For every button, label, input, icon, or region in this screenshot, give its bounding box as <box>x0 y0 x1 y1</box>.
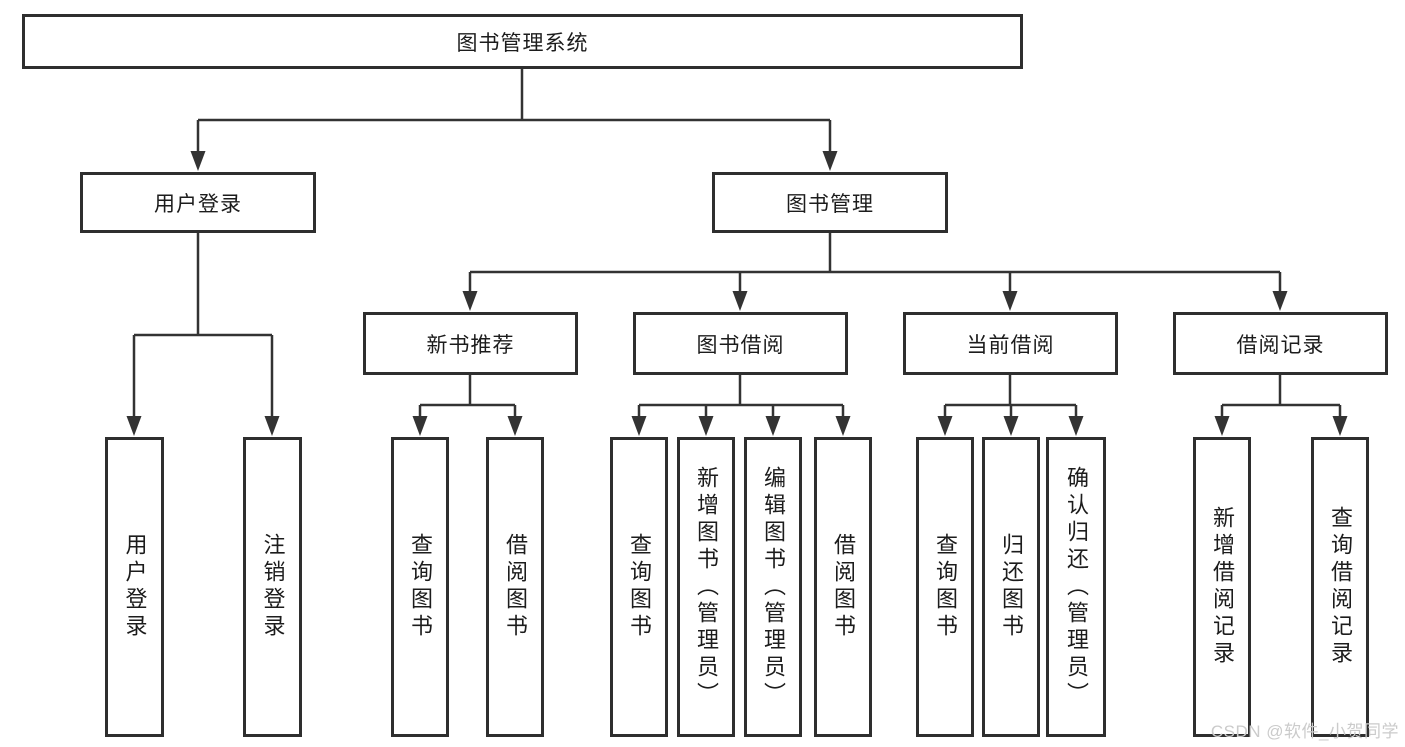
node-query-books-borrow: 查询图书 <box>610 437 668 737</box>
leaf-label: 查询图书 <box>933 533 958 641</box>
node-confirm-return-admin: 确认归还（管理员） <box>1046 437 1106 737</box>
connector-root-to-level2 <box>196 68 832 153</box>
node-add-borrow-record: 新增借阅记录 <box>1193 437 1251 737</box>
leaf-label: 注销登录 <box>260 533 286 641</box>
leaf-label: 查询借阅记录 <box>1328 506 1353 668</box>
node-new-book-recommendation: 新书推荐 <box>363 312 578 375</box>
leaf-label: 借阅图书 <box>831 533 856 641</box>
node-user-login: 用户登录 <box>80 172 316 233</box>
node-query-books-recommend: 查询图书 <box>391 437 449 737</box>
node-borrow-books-borrow: 借阅图书 <box>814 437 872 737</box>
leaf-label: 借阅图书 <box>503 533 528 641</box>
node-user-login-leaf: 用户登录 <box>105 437 164 737</box>
connector-userlogin-to-leaves <box>132 233 274 418</box>
connector-bookmgmt-to-level3 <box>468 233 1282 293</box>
leaf-label: 归还图书 <box>999 533 1024 641</box>
connector-records-to-leaves <box>1220 375 1342 418</box>
watermark: CSDN @软件_小贺同学 <box>1210 722 1399 741</box>
connector-borrowing-to-leaves <box>637 375 845 418</box>
leaf-label: 查询图书 <box>627 533 652 641</box>
leaf-label: 确认归还（管理员） <box>1064 465 1089 709</box>
node-root: 图书管理系统 <box>22 14 1023 69</box>
leaf-label: 新增图书（管理员） <box>694 465 719 709</box>
node-book-management: 图书管理 <box>712 172 948 233</box>
node-query-books-current: 查询图书 <box>916 437 974 737</box>
node-add-books-admin: 新增图书（管理员） <box>677 437 735 737</box>
node-current-borrowing: 当前借阅 <box>903 312 1118 375</box>
node-return-books: 归还图书 <box>982 437 1040 737</box>
leaf-label: 新增借阅记录 <box>1210 506 1235 668</box>
leaf-label: 用户登录 <box>122 533 148 641</box>
node-borrowing-records: 借阅记录 <box>1173 312 1388 375</box>
node-query-borrow-record: 查询借阅记录 <box>1311 437 1369 737</box>
leaf-label: 编辑图书（管理员） <box>761 465 786 709</box>
node-edit-books-admin: 编辑图书（管理员） <box>744 437 802 737</box>
connector-recommend-to-leaves <box>418 375 517 418</box>
leaf-label: 查询图书 <box>408 533 433 641</box>
connector-current-to-leaves <box>943 375 1078 418</box>
node-borrow-books-recommend: 借阅图书 <box>486 437 544 737</box>
node-book-borrowing: 图书借阅 <box>633 312 848 375</box>
node-logout-leaf: 注销登录 <box>243 437 302 737</box>
